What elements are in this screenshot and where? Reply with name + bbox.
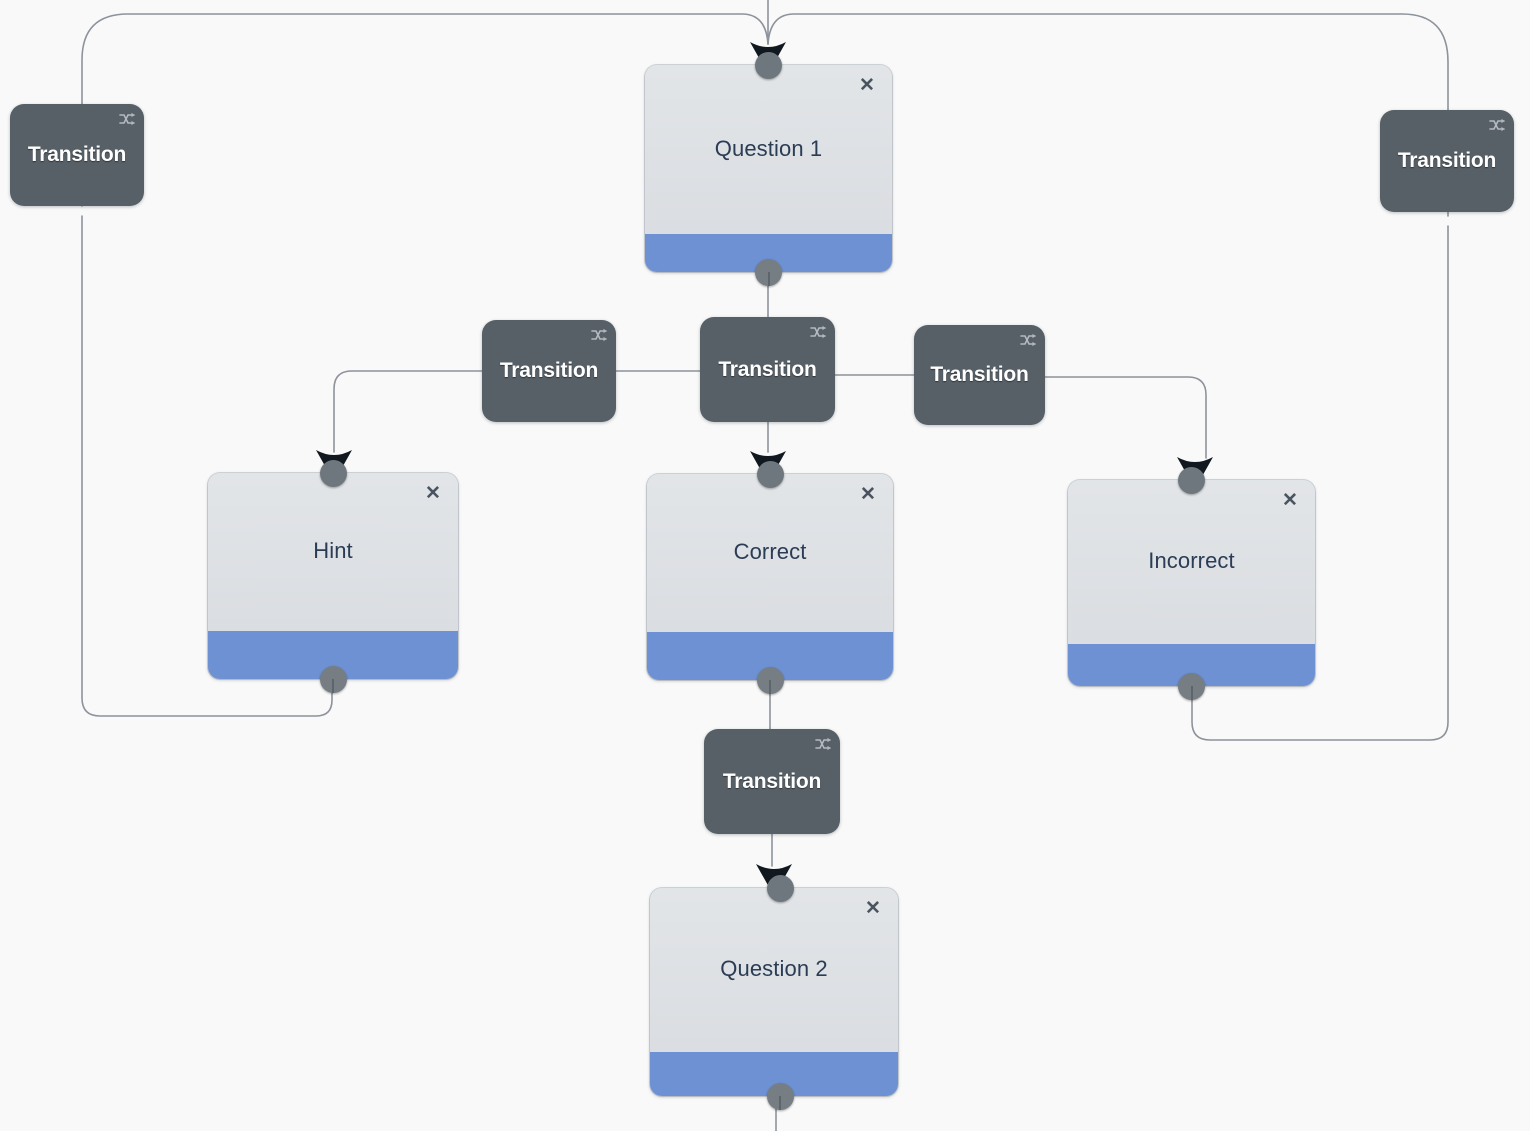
port-out-question-1[interactable] (755, 258, 782, 286)
card-node-correct[interactable]: Correct ✕ (647, 474, 893, 680)
wire-bus-left-outer (333, 370, 483, 453)
port-out-hint[interactable] (319, 665, 347, 693)
port-out-correct[interactable] (756, 666, 784, 694)
port-in-correct[interactable] (756, 460, 784, 488)
port-stub (1190, 686, 1193, 700)
card-node-question-2[interactable]: Question 2 ✕ (650, 888, 898, 1096)
port-out-incorrect[interactable] (1178, 672, 1205, 700)
shuffle-icon[interactable] (1489, 117, 1505, 133)
card-title: Incorrect (1148, 548, 1235, 573)
shuffle-icon[interactable] (810, 324, 826, 340)
card-body (650, 888, 898, 1052)
port-in-question-1[interactable] (755, 51, 782, 79)
card-body (208, 473, 458, 631)
transition-node-transition-question-2[interactable]: Transition (704, 729, 840, 834)
card-title: Question 1 (714, 136, 823, 161)
close-icon[interactable]: ✕ (425, 483, 441, 504)
port-stub (769, 680, 771, 694)
shuffle-icon[interactable] (591, 327, 607, 343)
transition-node-transition-hint[interactable]: Transition (482, 320, 616, 422)
transition-label: Transition (27, 143, 127, 166)
card-node-hint[interactable]: Hint ✕ (208, 473, 458, 679)
close-icon[interactable]: ✕ (859, 75, 875, 96)
port-out-question-2[interactable] (766, 1082, 794, 1110)
card-body (647, 474, 893, 632)
card-body (645, 65, 892, 234)
port-in-incorrect[interactable] (1178, 466, 1205, 494)
transition-label: Transition (499, 359, 599, 382)
close-icon[interactable]: ✕ (865, 898, 881, 919)
shuffle-icon[interactable] (815, 736, 831, 752)
card-body (1068, 480, 1315, 644)
port-stub (779, 1096, 781, 1110)
transition-label: Transition (718, 357, 817, 381)
port-stub (767, 272, 770, 286)
port-stub (332, 679, 334, 693)
transition-node-transition-right-loop[interactable]: Transition (1380, 110, 1514, 212)
transition-label: Transition (1397, 149, 1497, 172)
card-title: Question 2 (720, 956, 828, 981)
card-title: Hint (313, 538, 353, 563)
transition-node-transition-left-loop[interactable]: Transition (10, 104, 144, 206)
transition-label: Transition (722, 769, 822, 793)
card-node-incorrect[interactable]: Incorrect ✕ (1068, 480, 1315, 686)
transition-node-transition-incorrect[interactable]: Transition (914, 325, 1045, 425)
card-title: Correct (733, 539, 807, 564)
close-icon[interactable]: ✕ (1282, 490, 1298, 511)
shuffle-icon[interactable] (119, 111, 135, 127)
close-icon[interactable]: ✕ (860, 484, 876, 505)
port-in-question-2[interactable] (766, 874, 794, 902)
card-node-question-1[interactable]: Question 1 ✕ (645, 65, 892, 272)
port-in-hint[interactable] (319, 459, 347, 487)
shuffle-icon[interactable] (1020, 332, 1036, 348)
transition-label: Transition (930, 363, 1029, 386)
wire-bus-right-outer (1044, 376, 1207, 459)
transition-node-transition-correct[interactable]: Transition (700, 317, 835, 422)
